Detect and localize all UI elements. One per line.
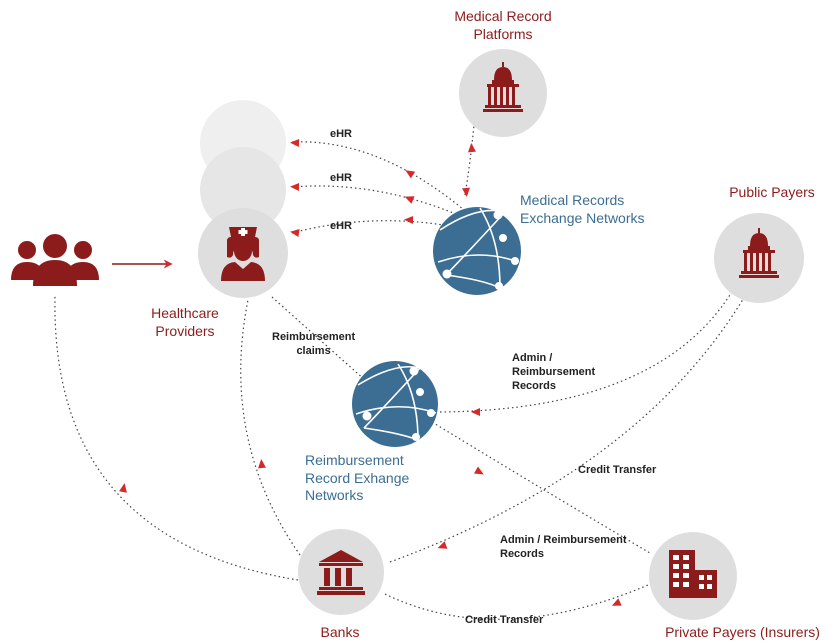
- people-group-icon: [11, 234, 99, 286]
- public-payers-line1: Public Payers: [729, 184, 815, 200]
- edge-label-ehr-3: eHR: [330, 220, 353, 232]
- edge-label-credit-transfer-private: Credit Transfer: [465, 614, 544, 626]
- banks-line1: Banks: [320, 624, 360, 640]
- provider-circle-middle: [200, 147, 286, 233]
- private-payers-line1: Private Payers (Insurers): [665, 624, 820, 640]
- arrowhead: [290, 229, 300, 237]
- healthcare-providers-line2: Providers: [155, 322, 215, 339]
- edge-admin-private: [431, 421, 651, 554]
- reimbursement-exchange-line3: Networks: [305, 487, 364, 503]
- edge-label-admin-public: Admin / Reimbursement Records: [512, 352, 595, 393]
- public-payers-label: Public Payers: [712, 184, 832, 202]
- arrowheads: [119, 139, 622, 606]
- bank-icon: [317, 550, 365, 595]
- admin-private-line1: Admin / Reimbursement: [500, 534, 627, 546]
- admin-public-line3: Records: [512, 379, 557, 392]
- edge-label-credit-transfer-public: Credit Transfer: [578, 464, 657, 476]
- arrowhead: [462, 187, 470, 197]
- private-payers-label: Private Payers (Insurers): [650, 624, 835, 642]
- arrowhead: [474, 466, 484, 475]
- edge-ehr-1: [291, 141, 471, 216]
- arrowhead: [404, 196, 415, 204]
- reimbursement-claims-line1: Reimbursement: [272, 331, 356, 343]
- reimbursement-exchange-line1: Reimbursement: [305, 452, 404, 468]
- edge-exchange-to-platforms: [464, 124, 475, 196]
- medical-records-exchange-line2: Exchange Networks: [520, 209, 645, 226]
- medical-records-exchange-line1: Medical Records: [520, 192, 625, 208]
- healthcare-providers-label: Healthcare Providers: [130, 305, 240, 340]
- medical-record-platforms-line1: Medical Record: [454, 8, 552, 24]
- edge-credit-public: [389, 295, 746, 563]
- edge-label-reimbursement-claims: Reimbursement claims: [272, 331, 355, 359]
- edge-label-ehr-2: eHR: [330, 172, 353, 184]
- arrowhead: [290, 139, 300, 147]
- arrowhead: [404, 216, 414, 224]
- arrowhead: [468, 143, 476, 153]
- arrowhead: [258, 459, 266, 469]
- edge-credit-private: [384, 581, 656, 620]
- medical-record-platforms-label: Medical Record Platforms: [430, 8, 576, 43]
- reimbursement-claims-line2: claims: [296, 344, 331, 357]
- banks-label: Banks: [285, 624, 395, 642]
- arrowhead: [405, 170, 416, 179]
- edge-admin-public: [439, 289, 734, 413]
- office-buildings-icon: [669, 550, 717, 598]
- capitol-building-icon: [739, 228, 779, 278]
- edge-ehr-2: [291, 185, 471, 221]
- arrowhead: [471, 408, 480, 416]
- reimbursement-exchange-label: Reimbursement Record Exhange Networks: [305, 452, 409, 505]
- edge-label-ehr-1: eHR: [330, 128, 353, 140]
- medical-records-exchange-globe: [433, 207, 521, 295]
- healthcare-providers-line1: Healthcare: [151, 305, 219, 321]
- medical-records-exchange-label: Medical Records Exchange Networks: [520, 192, 645, 227]
- arrowhead: [119, 483, 127, 493]
- capitol-building-icon: [483, 62, 523, 112]
- arrowhead: [437, 541, 448, 549]
- nurse-icon: [221, 227, 265, 281]
- admin-private-line2: Records: [500, 547, 545, 560]
- arrowhead: [611, 598, 622, 606]
- edge-providers-to-reimb-network: [271, 296, 366, 381]
- reimbursement-exchange-line2: Record Exhange: [305, 469, 410, 486]
- edge-label-admin-private: Admin / Reimbursement Records: [500, 534, 627, 562]
- admin-public-line1: Admin /: [512, 352, 553, 364]
- reimbursement-exchange-globe: [352, 361, 438, 447]
- arrowhead: [290, 183, 300, 191]
- admin-public-line2: Reimbursement: [512, 365, 596, 378]
- medical-record-platforms-line2: Platforms: [473, 25, 533, 42]
